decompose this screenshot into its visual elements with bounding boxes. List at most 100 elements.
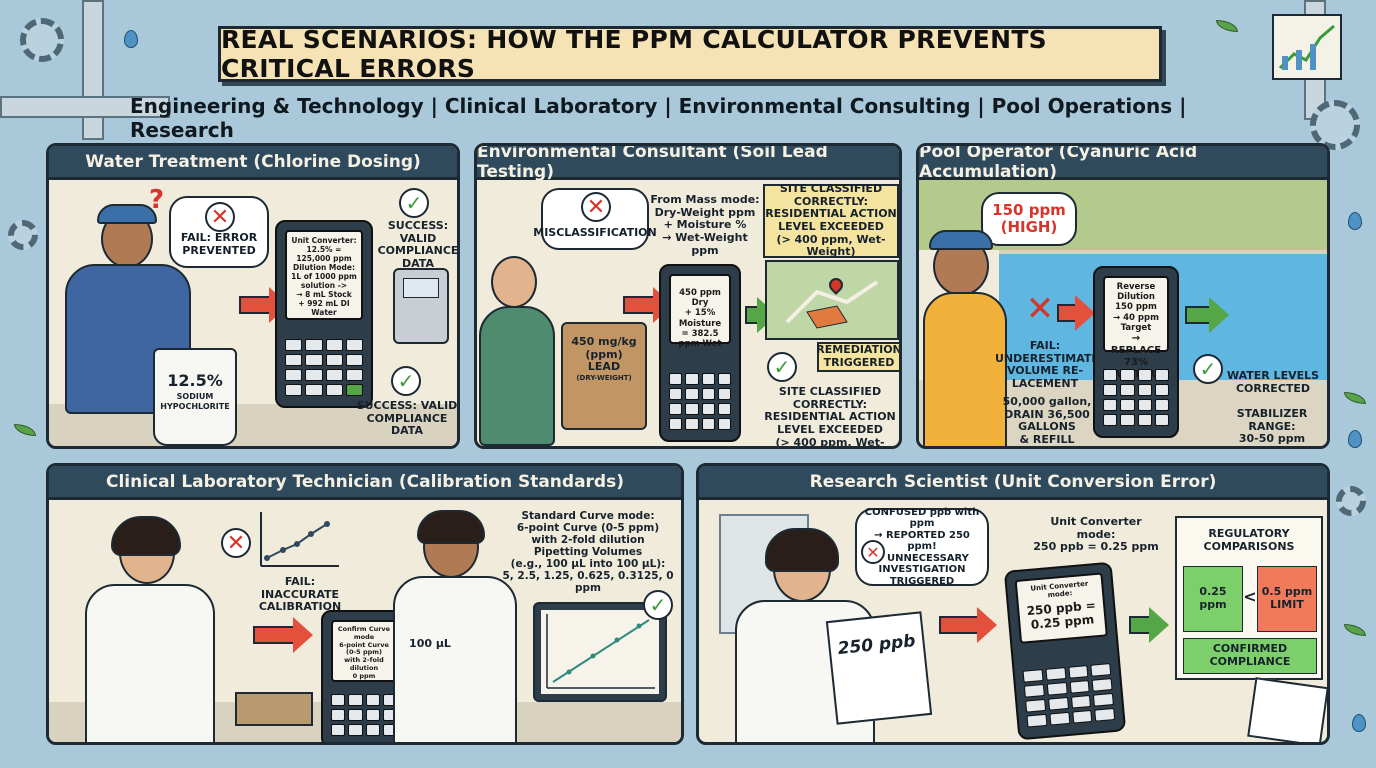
documents	[1247, 677, 1327, 742]
panel-clinical-lab: Clinical Laboratory Technician (Calibrat…	[46, 463, 684, 745]
high-ppm-bubble: 150 ppm (HIGH)	[981, 192, 1077, 246]
panel-header: Water Treatment (Chlorine Dosing)	[49, 146, 457, 180]
green-arrow	[745, 297, 777, 333]
drop-icon	[124, 30, 138, 48]
red-arrow	[939, 607, 997, 643]
calculator-device: Unit Converter mode: 250 ppb = 0.25 ppm	[1003, 561, 1127, 741]
gear-icon	[1336, 486, 1366, 516]
calculator-device: Reverse Dilution 150 ppm → 40 ppm Target…	[1093, 266, 1179, 438]
operator-cap	[929, 230, 993, 250]
drop-icon	[1352, 714, 1366, 732]
mass-mode-text: From Mass mode: Dry-Weight ppm + Moistur…	[650, 193, 760, 257]
success-top: SUCCESS: VALID COMPLIANCE DATA	[377, 219, 459, 270]
drop-icon	[1348, 212, 1362, 230]
panel-research-scientist: Research Scientist (Unit Conversion Erro…	[696, 463, 1330, 745]
x-icon: ✕	[861, 540, 885, 564]
leaf-icon	[1216, 20, 1238, 32]
reg-operator: <	[1243, 587, 1257, 606]
check-icon: ✓	[1193, 354, 1223, 384]
red-arrow	[253, 617, 313, 653]
reg-left-value: 0.25 ppm	[1183, 566, 1243, 632]
panel-soil-testing: Environmental Consultant (Soil Lead Test…	[474, 143, 902, 449]
gear-icon	[1310, 100, 1360, 150]
x-icon: ✕	[221, 528, 251, 558]
leaf-icon	[1344, 392, 1366, 404]
consultant-body	[479, 306, 555, 446]
calculator-keypad	[331, 694, 397, 736]
pipe-decoration	[82, 0, 104, 140]
remediation-sign: REMEDIATION TRIGGERED	[816, 342, 899, 372]
red-arrow	[1057, 295, 1095, 331]
leaf-icon	[1344, 624, 1366, 636]
calculator-screen: Unit Converter mode: 250 ppb = 0.25 ppm	[1014, 572, 1108, 644]
pipe-decoration	[0, 96, 170, 118]
success-bottom: SUCCESS: VALID COMPLIANCE DATA	[356, 399, 458, 438]
calculator-device: Confirm Curve mode 6-point Curve (0-5 pp…	[321, 610, 407, 742]
check-icon: ✓	[767, 352, 797, 382]
calculator-device: Unit Converter: 12.5% = 125,000 ppm Dilu…	[275, 220, 373, 408]
soil-bag: 450 mg/kg (ppm) LEAD (DRY-WEIGHT)	[561, 322, 647, 430]
calculator-device: 450 ppm Dry + 15% Moisture = 382.5 ppm W…	[659, 264, 741, 442]
page-subtitle: Engineering & Technology | Clinical Labo…	[130, 94, 1187, 142]
monitor	[533, 602, 667, 702]
technician-hair-2	[417, 510, 485, 544]
green-arrow	[1129, 607, 1169, 643]
x-icon: ✕	[581, 192, 611, 222]
check-icon: ✓	[391, 366, 421, 396]
chart-icon	[1272, 14, 1342, 80]
red-arrow	[623, 287, 673, 323]
bucket: 12.5% SODIUM HYPOCHLORITE	[153, 348, 237, 446]
reg-right-value: 0.5 ppm LIMIT	[1257, 566, 1317, 632]
scientist-hair	[765, 528, 839, 572]
technician-body-1	[85, 584, 215, 742]
report-paper: 250 ppb	[825, 611, 933, 725]
page-title: REAL SCENARIOS: HOW THE PPM CALCULATOR P…	[218, 25, 1162, 83]
test-tubes	[235, 692, 313, 726]
check-icon: ✓	[643, 590, 673, 620]
worker-body	[65, 264, 191, 414]
calculator-keypad	[669, 373, 731, 430]
reg-confirm: CONFIRMED COMPLIANCE	[1183, 638, 1317, 674]
red-arrow	[239, 287, 289, 323]
regulatory-box: REGULATORY COMPARISONS 0.25 ppm < 0.5 pp…	[1175, 516, 1323, 680]
gear-icon	[20, 18, 64, 62]
calculator-screen: Reverse Dilution 150 ppm → 40 ppm Target…	[1103, 276, 1169, 380]
panel-header: Clinical Laboratory Technician (Calibrat…	[49, 466, 681, 500]
panel-pool-operator: Pool Operator (Cyanuric Acid Accumulatio…	[916, 143, 1330, 449]
consultant-head	[491, 256, 537, 308]
calculator-keypad	[1022, 663, 1116, 728]
question-mark: ?	[149, 185, 165, 215]
site-map	[765, 260, 899, 340]
meter-device	[393, 268, 449, 344]
leaf-icon	[14, 424, 36, 436]
fail-detail: 50,000 gallon, DRAIN 36,500 GALLONS & RE…	[1002, 395, 1092, 446]
standard-curve-text: Standard Curve mode: 6-point Curve (0-5 …	[502, 510, 674, 595]
technician-body-2	[393, 576, 517, 742]
check-icon: ✓	[399, 188, 429, 218]
pipette-label: 100 µL	[409, 637, 451, 650]
fail-text: FAIL: INACCURATE CALIBRATION	[258, 575, 342, 614]
panel-header: Environmental Consultant (Soil Lead Test…	[477, 146, 899, 182]
x-icon: ✕	[205, 202, 235, 232]
panel-header: Pool Operator (Cyanuric Acid Accumulatio…	[919, 146, 1327, 182]
calculator-screen: Unit Converter: 12.5% = 125,000 ppm Dilu…	[285, 230, 363, 320]
panel-water-treatment: Water Treatment (Chlorine Dosing) ? FAIL…	[46, 143, 460, 449]
site-classified-bottom: SITE CLASSIFIED CORRECTLY: RESIDENTIAL A…	[764, 385, 896, 449]
calculator-screen: 450 ppm Dry + 15% Moisture = 382.5 ppm W…	[669, 274, 731, 349]
calibration-chart-fail	[257, 510, 341, 570]
calculator-screen: Confirm Curve mode 6-point Curve (0-5 pp…	[331, 620, 397, 682]
fail-text: FAIL: UNDERESTIMATED VOLUME RE- LACEMENT	[995, 339, 1109, 390]
result-text: WATER LEVELS CORRECTED	[1226, 369, 1320, 395]
unit-converter-text: Unit Converter mode: 250 ppb = 0.25 ppm	[1033, 515, 1159, 554]
calculator-keypad	[1103, 369, 1169, 426]
panel-header: Research Scientist (Unit Conversion Erro…	[699, 466, 1327, 500]
site-classified-sign: SITE CLASSIFIED CORRECTLY: RESIDENTIAL A…	[763, 182, 899, 258]
technician-hair-1	[111, 516, 181, 556]
x-icon: ✕	[1025, 289, 1055, 329]
worker-cap	[97, 204, 157, 224]
gear-icon	[8, 220, 38, 250]
calculator-keypad	[285, 339, 363, 396]
stabilizer-range: STABILIZER RANGE: 30-50 ppm	[1236, 407, 1308, 446]
drop-icon	[1348, 430, 1362, 448]
green-arrow	[1185, 297, 1229, 333]
